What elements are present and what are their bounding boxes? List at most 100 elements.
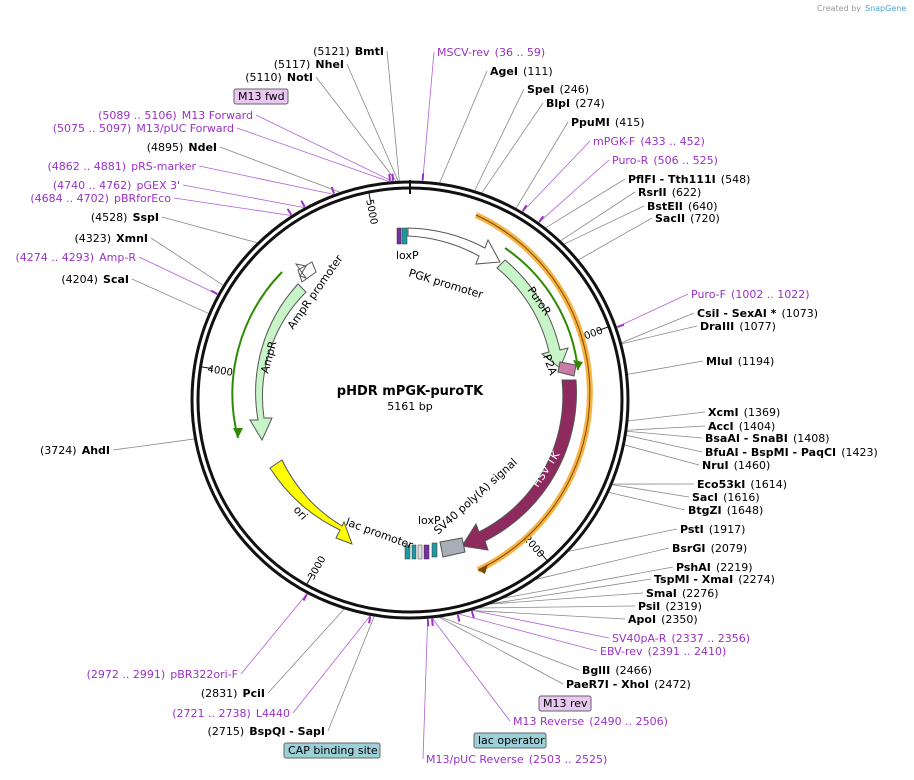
label-connector <box>578 218 652 260</box>
label-connector <box>328 616 374 731</box>
primer-tick <box>432 619 433 626</box>
enzyme-site-label: AgeI (111) <box>490 60 553 79</box>
label-connector <box>628 412 705 421</box>
primer-tick <box>301 201 304 207</box>
enzyme-site-label: Eco53kI (1614) <box>697 473 787 492</box>
label-connector <box>516 122 568 208</box>
enzyme-site-label: (4204) ScaI <box>61 268 129 287</box>
enzyme-site-label: BsrGI (2079) <box>672 537 747 556</box>
label-connector <box>624 445 699 465</box>
m13-rev-box: M13 rev <box>539 696 591 711</box>
svg-text:M13 rev: M13 rev <box>543 697 588 710</box>
label-connector <box>617 294 688 327</box>
label-connector <box>627 426 705 430</box>
label-connector <box>432 618 510 721</box>
label-connector <box>293 615 370 713</box>
label-connector <box>113 439 194 450</box>
ruler-tick-label: 3000 <box>306 554 328 582</box>
label-connector <box>458 614 597 651</box>
label-connector <box>440 71 487 183</box>
credit-brand: SnapGene <box>865 4 906 13</box>
enzyme-site-label: (2715) BspQI - SapI <box>208 720 325 739</box>
primer-tick <box>472 611 474 618</box>
loxp2-label: loxP <box>418 514 441 527</box>
label-connector <box>139 257 218 295</box>
cap-binding-box: CAP binding site <box>284 743 380 758</box>
enzyme-site-label: (4528) SspI <box>91 206 159 225</box>
label-connector <box>183 185 305 208</box>
primer-label: SV40pA-R (2337 .. 2356) <box>612 627 750 646</box>
m13-fwd-box: M13 fwd <box>234 89 288 104</box>
label-connector <box>199 166 334 194</box>
primer-tick <box>369 616 370 623</box>
enzyme-site-label: SpeI (246) <box>527 78 589 97</box>
loxp1-label: loxP <box>396 249 419 262</box>
label-connector <box>387 51 399 181</box>
primer-label: M13/pUC Reverse (2503 .. 2525) <box>426 748 607 767</box>
primer-label: (2972 .. 2991) pBR322ori-F <box>87 663 238 682</box>
enzyme-site-label: (4895) NdeI <box>147 136 217 155</box>
label-connector <box>539 160 609 223</box>
primer-label: Puro-R (506 .. 525) <box>612 149 718 168</box>
primer-tick <box>617 325 624 327</box>
primer-label: M13 Reverse (2490 .. 2506) <box>513 710 668 729</box>
label-connector <box>560 192 635 241</box>
primer-label: (2721 .. 2738) L4440 <box>172 702 290 721</box>
label-connector <box>627 361 703 374</box>
label-connector <box>151 238 223 285</box>
label-connector <box>612 485 689 497</box>
label-connector <box>489 593 643 604</box>
primer-tick <box>332 187 334 194</box>
enzyme-site-label: (2831) PciI <box>201 682 265 701</box>
enzyme-site-label: PflFI - Tth111I (548) <box>628 168 750 187</box>
sv40-polya-box <box>440 538 465 557</box>
label-connector <box>220 147 340 192</box>
loxp1-block <box>402 228 407 244</box>
enzyme-site-label: (5121) BmtI <box>313 40 384 59</box>
primer-label: MSCV-rev (36 .. 59) <box>437 41 545 60</box>
enzyme-site-label: XcmI (1369) <box>708 401 780 420</box>
ori-arrow <box>270 460 352 544</box>
label-connector <box>609 492 685 510</box>
puror-arrow <box>497 260 568 368</box>
label-connector <box>627 431 702 438</box>
plasmid-name: pHDR mPGK-puroTK <box>337 384 484 399</box>
p2a-segment <box>558 362 576 376</box>
label-connector <box>440 617 579 670</box>
label-connector <box>132 279 209 314</box>
lac-promoter-label: lac promoter <box>344 516 415 552</box>
enzyme-site-label: PpuMI (415) <box>571 111 645 130</box>
label-connector <box>522 141 590 212</box>
label-connector <box>162 217 257 243</box>
label-connector <box>174 198 292 216</box>
label-connector <box>268 609 344 693</box>
small-purple-block <box>424 545 429 559</box>
label-connector <box>237 128 390 182</box>
primer-tick <box>392 174 393 181</box>
ampr-label: AmpR <box>258 339 279 374</box>
label-connector <box>256 115 393 182</box>
lac-operator-box: lac operator <box>474 733 546 748</box>
credit-prefix: Created by <box>817 4 861 13</box>
primer-tick <box>211 291 217 294</box>
ruler-tick-label: 4000 <box>207 364 234 379</box>
svg-text:lac operator: lac operator <box>478 734 545 747</box>
lac-operator-block <box>412 545 416 559</box>
primer-tick <box>389 174 390 181</box>
enzyme-site-label: BglII (2466) <box>582 659 652 678</box>
svg-text:CAP binding site: CAP binding site <box>288 744 378 757</box>
ampr-promoter-arrow <box>296 262 316 282</box>
primer-label: (4740 .. 4762) pGEX 3' <box>53 174 180 193</box>
primer-tick <box>458 615 460 622</box>
primer-label: Puro-F (1002 .. 1022) <box>691 283 810 302</box>
label-connector <box>423 618 428 759</box>
label-connector <box>347 64 398 181</box>
ruler-tick-label: 5000 <box>363 198 379 225</box>
plasmid-length: 5161 bp <box>387 400 432 413</box>
enzyme-site-label: (3724) AhdI <box>40 439 110 458</box>
primer-label: (4862 .. 4881) pRS-marker <box>48 155 197 174</box>
label-connector <box>439 617 563 684</box>
label-connector <box>621 313 694 343</box>
label-connector <box>564 206 644 244</box>
